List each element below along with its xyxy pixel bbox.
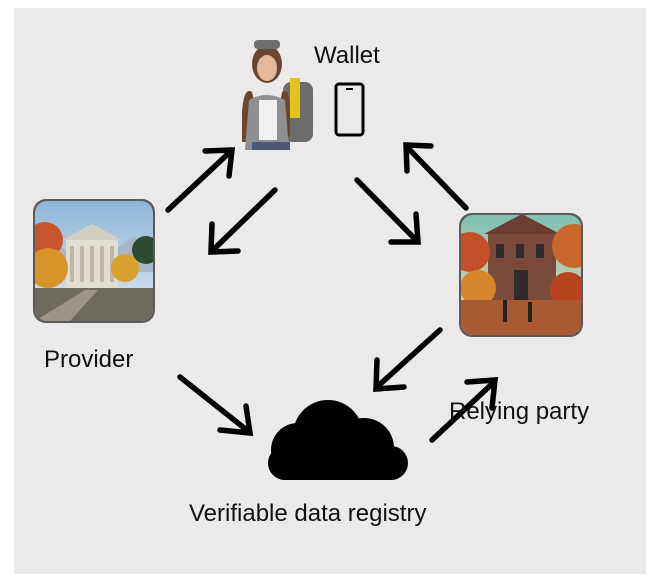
arrow-provider-to-registry <box>177 374 254 437</box>
arrow-relying-party-to-registry <box>373 327 443 392</box>
relying-party-label: Relying party <box>449 398 590 425</box>
cloud-icon <box>268 400 408 480</box>
arrow-registry-to-relying-party <box>429 377 499 443</box>
holder-image <box>242 40 313 150</box>
arrow-relying-party-to-wallet <box>403 142 469 211</box>
relying-party-image <box>459 213 583 337</box>
wallet-label: Wallet <box>314 42 380 69</box>
arrow-wallet-to-provider <box>208 187 278 255</box>
arrow-wallet-to-relying-party <box>354 177 421 245</box>
provider-label: Provider <box>44 346 134 373</box>
arrow-provider-to-wallet <box>165 147 236 213</box>
provider-image <box>33 199 155 323</box>
smartphone-icon <box>334 82 365 137</box>
registry-label: Verifiable data registry <box>189 500 427 527</box>
